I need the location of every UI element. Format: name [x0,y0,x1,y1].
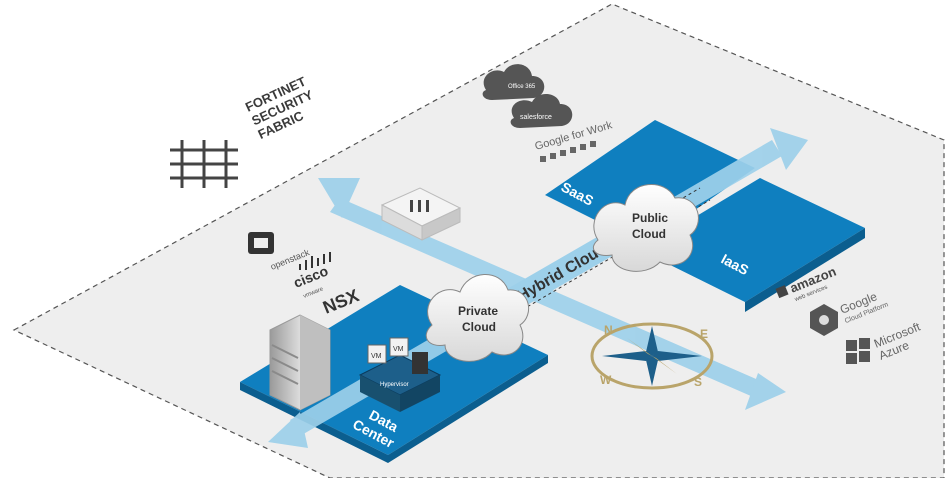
compass-s: S [694,375,702,389]
compass-icon: N E W S [590,322,714,390]
private-cloud-icon: Private Cloud [425,274,529,362]
traffic-arrow-nw-se [318,178,786,410]
public-cloud-label-2: Cloud [632,227,666,241]
hypervisor-icon: Hypervisor VM VM [358,337,442,412]
compass-n: N [604,323,613,337]
public-cloud-label-1: Public [632,211,668,225]
compass-w: W [600,373,612,387]
vm-label-2: VM [393,346,404,353]
compass-e: E [700,327,708,341]
salesforce-label: salesforce [520,114,552,121]
salesforce-logo: salesforce [510,93,573,128]
iaas-platform [640,178,865,302]
office365-logo: Office 365 [482,64,545,100]
vm-label-1: VM [371,353,382,360]
fortigate-appliance-icon [380,187,462,241]
google-apps-icons [540,141,596,162]
private-cloud-label-2: Cloud [462,320,496,334]
building-icon [269,314,331,411]
hypervisor-label: Hypervisor [380,382,409,388]
private-cloud-label-1: Private [458,304,498,318]
public-cloud-icon: Public Cloud [593,184,699,272]
fortinet-logo-icon [170,140,238,188]
office365-label: Office 365 [508,84,536,90]
